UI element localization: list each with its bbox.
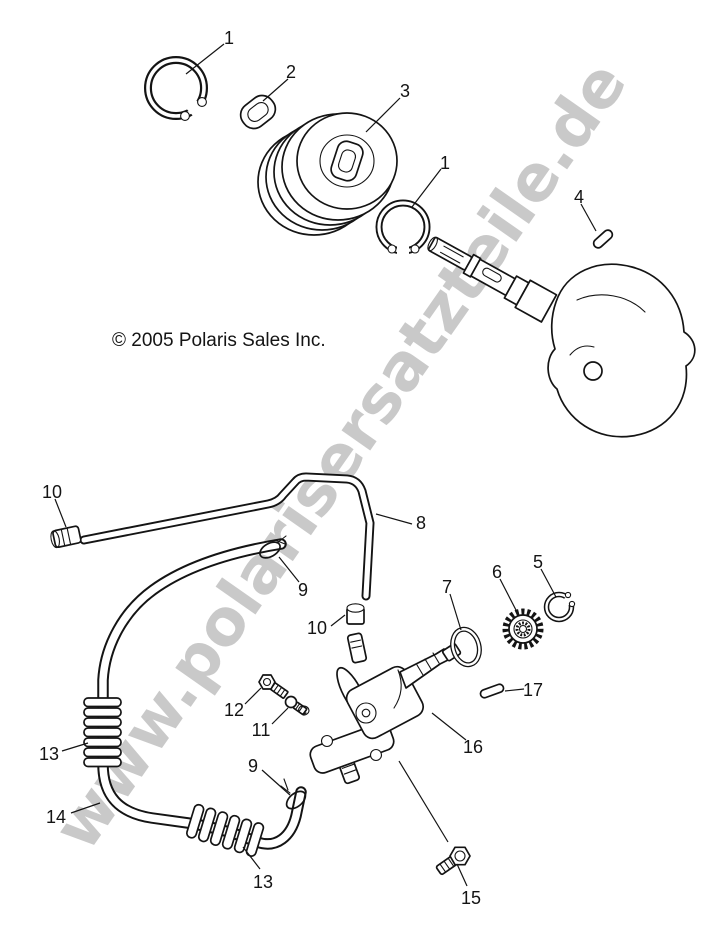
part-bolt-12 [258,674,289,699]
callout-dowel-pin: 4 [574,187,584,207]
callout-bolt-15: 15 [461,888,481,908]
part-oil-line [79,472,375,601]
part-fitting-pump [346,603,365,625]
callout-clamp-lower: 9 [248,756,258,776]
part-bolt-15 [435,846,471,876]
part-o-ring [450,626,482,668]
part-drive-gear [502,608,544,650]
callout-fitting-pump: 10 [307,618,327,638]
part-screw-11 [284,695,310,716]
callout-o-ring: 7 [442,577,452,597]
callout-clamp-upper: 9 [298,580,308,600]
callout-spacer: 2 [286,62,296,82]
part-retaining-ring-small [543,591,578,623]
part-ribbed-sleeve-upper [83,697,122,768]
part-flywheel [547,263,696,438]
callout-retaining-ring-upper: 1 [224,28,234,48]
callout-oil-pump: 16 [463,737,483,757]
drawing [50,56,696,876]
callout-lines [54,43,597,887]
callout-bolt-12: 12 [224,700,244,720]
part-pin [479,683,505,699]
callout-drive-pulley: 3 [400,81,410,101]
callout-screw-11: 11 [252,720,271,740]
callout-pin: 17 [523,680,543,700]
callout-retaining-ring-small: 5 [533,552,543,572]
part-oil-pump [309,632,462,785]
part-ribbed-sleeve-lower [185,803,265,857]
part-spacer [239,94,277,130]
callout-oil-hose: 14 [46,807,66,827]
callout-sleeve-upper: 13 [39,744,59,764]
callout-fitting-left: 10 [42,482,62,502]
part-crankshaft [427,236,558,323]
callout-retaining-ring-shaft: 1 [440,153,450,173]
part-drive-pulley [257,112,398,236]
part-fitting-left [50,525,82,549]
callout-oil-line: 8 [416,513,426,533]
callout-labels: 1 2 3 1 4 10 8 9 5 6 7 10 17 12 11 16 13… [39,28,584,908]
part-retaining-ring-upper [144,56,208,121]
part-hose-clamp-upper [259,535,287,559]
copyright-notice: © 2005 Polaris Sales Inc. [112,330,326,351]
callout-drive-gear: 6 [492,562,502,582]
part-hose-clamp-lower [280,778,307,810]
part-retaining-ring-shaft [375,199,431,258]
callout-sleeve-lower: 13 [253,872,273,892]
part-dowel-pin [592,229,614,249]
